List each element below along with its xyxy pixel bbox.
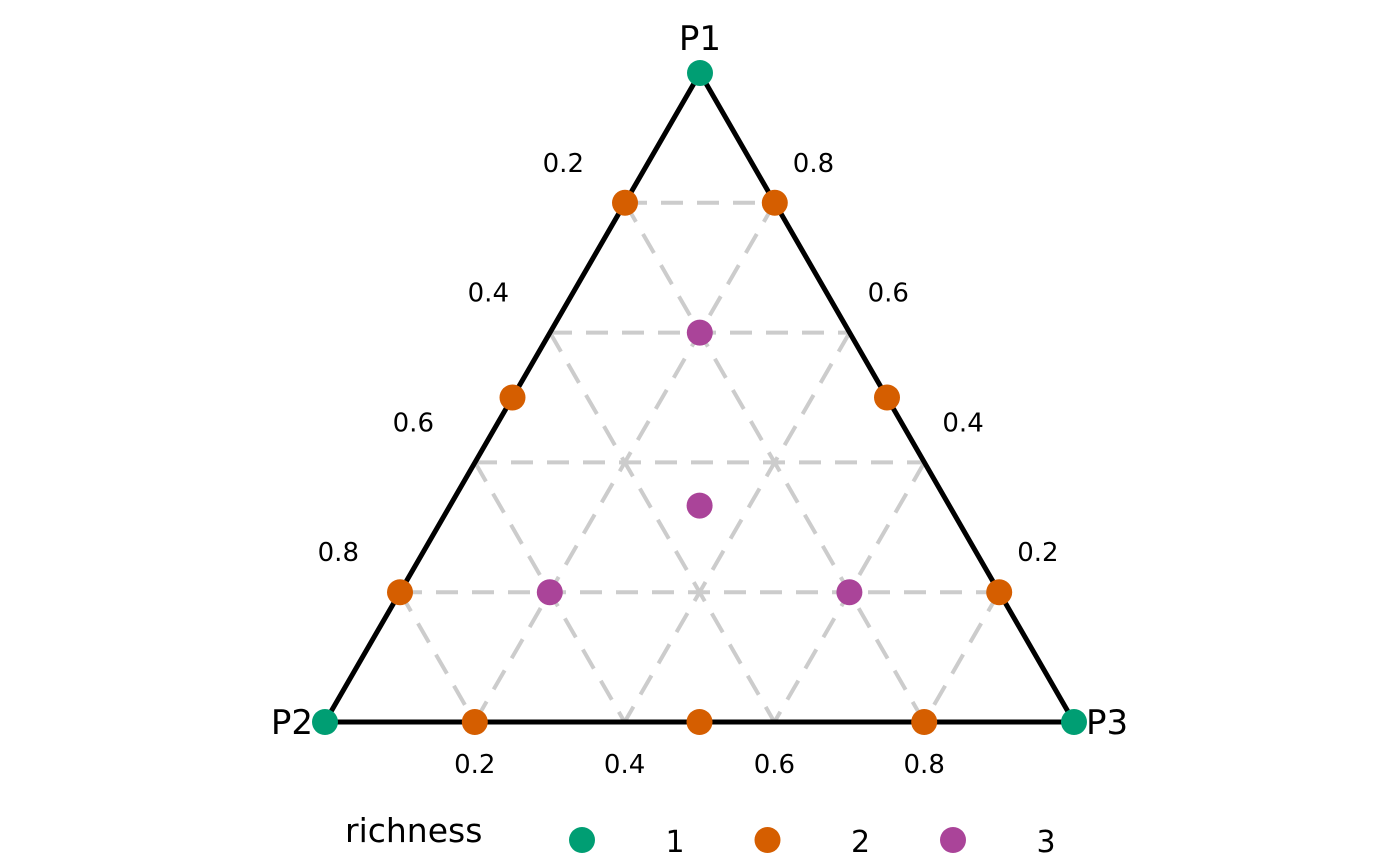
legend-key xyxy=(940,827,966,853)
data-point xyxy=(312,709,338,735)
grid-line-p2 xyxy=(548,331,777,723)
vertex-label-p1: P1 xyxy=(679,19,721,59)
data-point xyxy=(986,579,1013,606)
triangle-frame xyxy=(320,67,1079,725)
data-point xyxy=(387,579,413,606)
bottom-axis-tick-label: 0.8 xyxy=(904,750,945,780)
vertex-label-p2: P2 xyxy=(271,703,313,743)
legend-key xyxy=(569,827,595,853)
bottom-axis-tick-label: 0.6 xyxy=(754,750,795,780)
data-point xyxy=(874,384,900,411)
left-axis-tick-label: 0.6 xyxy=(393,408,434,438)
axis-labels: P1 P2 P3 0.2 0.4 0.6 0.8 0.8 0.6 0.4 0.2 0.2 0.4 0… xyxy=(271,19,1128,780)
data-point xyxy=(461,709,488,735)
legend-label: 1 xyxy=(665,825,684,860)
right-axis-tick-label: 0.2 xyxy=(1017,538,1058,568)
bottom-axis-tick-label: 0.4 xyxy=(604,750,645,780)
right-axis-tick-label: 0.8 xyxy=(793,149,834,179)
legend-key xyxy=(754,827,781,853)
right-axis-tick-label: 0.4 xyxy=(942,408,983,438)
legend-label: 3 xyxy=(1036,825,1055,860)
data-point xyxy=(1061,709,1087,735)
left-axis-tick-label: 0.2 xyxy=(543,149,584,179)
data-point xyxy=(612,189,638,216)
bottom-axis-tick-label: 0.2 xyxy=(454,750,495,780)
data-point xyxy=(911,709,938,735)
data-point xyxy=(686,492,713,519)
grid-line-p2 xyxy=(398,591,477,723)
vertex-label-p3: P3 xyxy=(1086,703,1128,743)
grid-line-p3 xyxy=(622,331,852,724)
legend-label: 2 xyxy=(851,825,870,860)
data-point xyxy=(836,579,863,606)
data-point xyxy=(686,319,713,346)
left-axis-tick-label: 0.8 xyxy=(318,538,359,568)
legend: richness 1 2 3 xyxy=(345,811,1056,860)
data-point xyxy=(536,579,563,606)
data-point xyxy=(761,189,788,216)
left-axis-tick-label: 0.4 xyxy=(468,279,509,309)
data-point xyxy=(499,384,526,411)
data-point xyxy=(687,60,713,86)
data-points xyxy=(312,60,1087,735)
grid-line-p3 xyxy=(922,591,1001,724)
data-point xyxy=(686,709,713,735)
right-axis-tick-label: 0.6 xyxy=(868,279,909,309)
legend-title: richness xyxy=(345,811,482,850)
